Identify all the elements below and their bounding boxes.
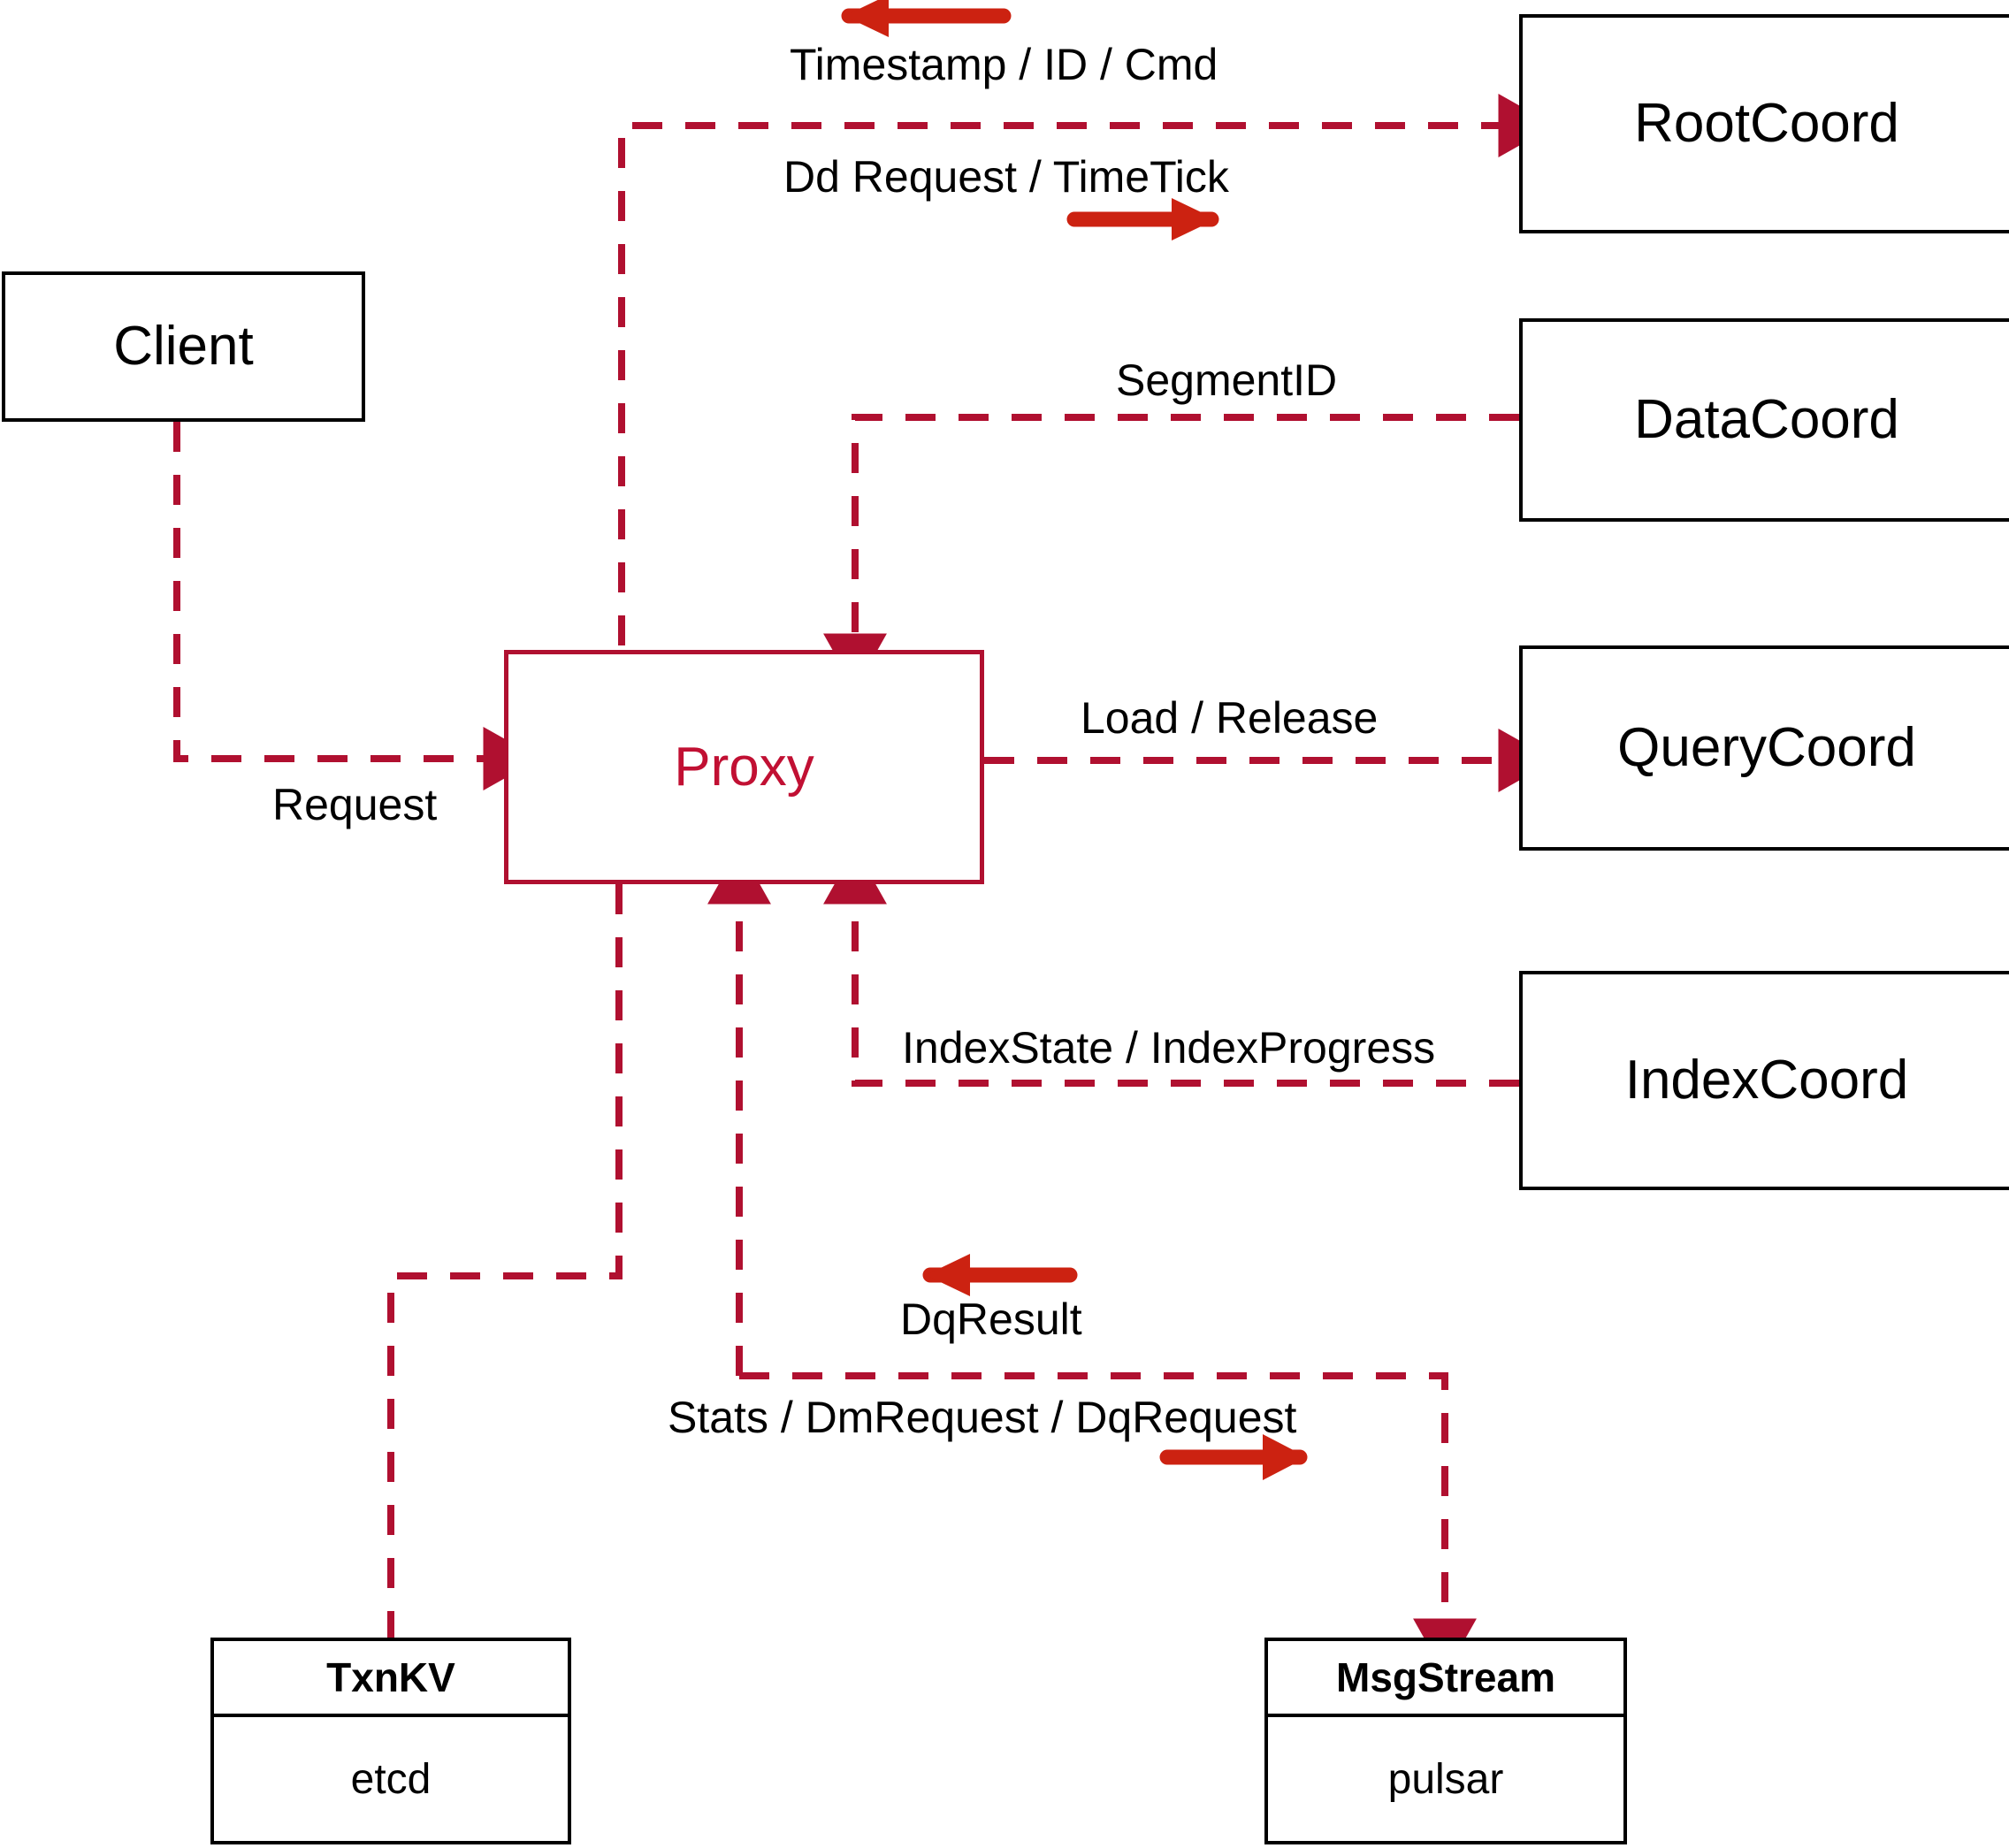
node-querycoord[interactable]: QueryCoord — [1519, 645, 2009, 851]
direction-arrow-timestamp-id-cmd — [841, 0, 1012, 37]
edge-label-timestamp-id-cmd: Timestamp / ID / Cmd — [790, 40, 1218, 89]
node-indexcoord-label: IndexCoord — [1624, 1050, 1909, 1111]
node-msgstream-body: pulsar — [1268, 1717, 1623, 1841]
edge-label-stats-dm-dq: Stats / DmRequest / DqRequest — [668, 1393, 1297, 1442]
node-indexcoord[interactable]: IndexCoord — [1519, 971, 2009, 1190]
node-proxy[interactable]: Proxy — [504, 650, 984, 884]
node-datacoord[interactable]: DataCoord — [1519, 318, 2009, 522]
wire-request — [173, 422, 540, 790]
edge-label-load-release: Load / Release — [1081, 693, 1379, 743]
wire-stats-dm-dq — [739, 1372, 1477, 1676]
node-datacoord-label: DataCoord — [1634, 389, 1899, 450]
edge-label-dqresult: DqResult — [900, 1294, 1082, 1344]
direction-arrow-dd-request-timetick — [1066, 198, 1219, 241]
node-querycoord-label: QueryCoord — [1617, 717, 1916, 778]
wire-txnkv — [387, 884, 623, 1638]
node-msgstream-body-label: pulsar — [1387, 1755, 1504, 1803]
edge-label-dd-request-timetick: Dd Request / TimeTick — [783, 152, 1229, 202]
node-client-label: Client — [113, 316, 254, 377]
node-txnkv-header: TxnKV — [214, 1641, 568, 1717]
node-client[interactable]: Client — [2, 271, 365, 422]
node-msgstream[interactable]: MsgStream pulsar — [1264, 1638, 1627, 1844]
node-txnkv[interactable]: TxnKV etcd — [210, 1638, 571, 1844]
node-txnkv-body-label: etcd — [350, 1755, 432, 1803]
wire-indexstate — [823, 847, 1519, 1087]
node-msgstream-header: MsgStream — [1268, 1641, 1623, 1717]
node-rootcoord-label: RootCoord — [1634, 93, 1899, 154]
direction-arrow-dqresult — [922, 1254, 1078, 1296]
direction-arrow-stats-dm-dq — [1159, 1434, 1308, 1480]
node-msgstream-header-label: MsgStream — [1336, 1654, 1555, 1700]
node-proxy-label: Proxy — [674, 736, 814, 798]
node-txnkv-header-label: TxnKV — [326, 1654, 455, 1700]
node-rootcoord[interactable]: RootCoord — [1519, 14, 2009, 233]
edge-label-request: Request — [272, 780, 438, 829]
edge-label-indexstate: IndexState / IndexProgress — [902, 1023, 1436, 1073]
edge-label-segmentid: SegmentID — [1116, 355, 1338, 405]
wire-dd-request-timetick — [618, 94, 1555, 645]
wire-segmentid — [823, 414, 1519, 691]
node-txnkv-body: etcd — [214, 1717, 568, 1841]
